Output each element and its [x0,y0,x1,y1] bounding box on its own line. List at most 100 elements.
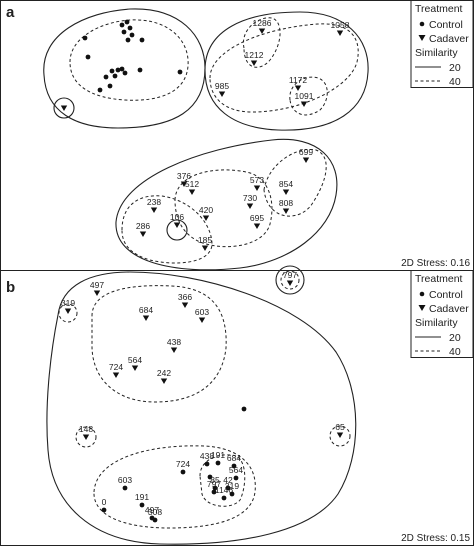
control-point [121,29,127,35]
control-point [231,463,237,469]
control-point [82,35,88,41]
cadaver-point [336,432,344,438]
cadaver-point [173,222,181,228]
control-point [233,475,239,481]
point-label: 695 [250,213,264,223]
similarity-40-outline [242,17,281,68]
panel-a-letter: a [6,4,15,21]
point-label: 603 [118,475,132,485]
control-point [103,74,109,80]
point-label: 797 [283,270,297,280]
panel-b-frame [0,270,474,546]
point-label: 319 [225,481,239,491]
point-label: 985 [215,81,229,91]
legend-cadaver-marker [418,35,426,41]
cadaver-point [218,91,226,97]
legend-title: Treatment [415,3,463,15]
point-label: 564 [229,465,243,475]
panel-b-letter: b [6,279,15,296]
cadaver-point [246,203,254,209]
similarity-40-outline [199,454,246,507]
legend-similarity-title: Similarity [415,317,458,329]
legend-control-label: Control [429,289,463,301]
legend-cadaver-marker [418,305,426,311]
control-point [124,19,130,25]
similarity-40-outline [69,19,189,101]
control-point [122,485,128,491]
cadaver-point [150,207,158,213]
control-point [97,87,103,93]
control-point [109,68,115,74]
panel-b-legend: Treatment Control Cadaver Similarity 20 … [410,270,474,358]
cadaver-point [142,315,150,321]
point-label: 242 [157,368,171,378]
point-label: 724 [176,459,190,469]
point-label: 497 [145,505,159,515]
point-label: 724 [109,362,123,372]
control-point [115,67,121,73]
similarity-40-outline [280,270,300,290]
point-label: 1286 [253,18,272,28]
control-point [180,469,186,475]
control-point [152,517,158,523]
legend-dashed-label: 40 [449,76,461,88]
panel-a-similarity-40-outlines [69,17,359,264]
point-label: 191 [211,450,225,460]
control-point [207,474,213,480]
cadaver-point [336,30,344,36]
point-label: 512 [185,179,199,189]
control-point [225,485,231,491]
control-point [127,25,133,31]
control-point [125,37,131,43]
cadaver-point [64,308,72,314]
point-label: 1058 [331,20,350,30]
cadaver-point [170,347,178,353]
control-point [137,67,143,73]
control-point [204,461,210,467]
legend-box [410,270,474,358]
cadaver-point [160,378,168,384]
panel-b-similarity-40-outlines [58,270,351,529]
point-label: 684 [227,453,241,463]
cadaver-point [60,105,68,111]
point-label: 85 [210,475,220,485]
point-label: 65 [335,422,345,432]
control-point [215,460,221,466]
control-point [241,406,247,412]
legend-similarity-title: Similarity [415,47,458,59]
panel-a-frame [0,0,474,271]
legend-title: Treatment [415,273,463,285]
cadaver-point [82,434,90,440]
similarity-40-outline [209,23,359,113]
similarity-20-outline [46,271,357,545]
point-label: 42 [223,475,233,485]
point-label: 684 [139,305,153,315]
cadaver-point [112,372,120,378]
similarity-20-outline [166,219,188,241]
point-label: 1091 [295,91,314,101]
point-label: 573 [250,175,264,185]
control-point [107,83,113,89]
cadaver-point [282,208,290,214]
point-label: 1172 [289,75,308,85]
cadaver-point [258,28,266,34]
cadaver-point [253,223,261,229]
legend-control-label: Control [429,19,463,31]
similarity-40-outline [58,303,78,323]
point-label: 730 [243,193,257,203]
cadaver-point [201,245,209,251]
point-label: 366 [178,292,192,302]
point-label: 148 [79,424,93,434]
point-label: 308 [148,507,162,517]
control-point [221,495,227,501]
legend-control-marker [419,291,425,297]
point-label: 106 [170,212,184,222]
similarity-40-outline [174,169,273,248]
cadaver-point [131,365,139,371]
control-point [122,70,128,76]
point-label: 497 [90,280,104,290]
point-label: 319 [61,298,75,308]
similarity-40-outline [289,76,328,116]
cadaver-point [302,157,310,163]
control-point [212,485,218,491]
